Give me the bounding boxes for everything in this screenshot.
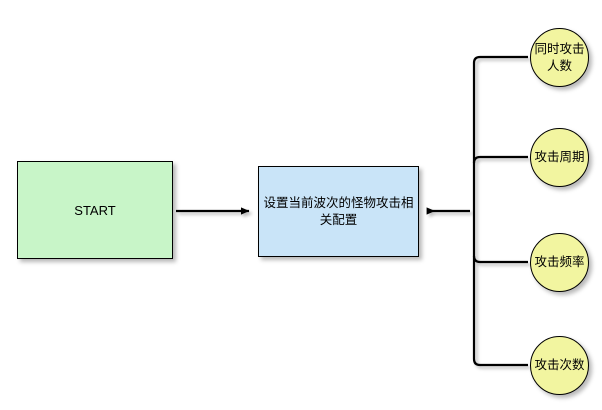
node-process-attack-config[interactable]: 设置当前波次的怪物攻击相关配置 bbox=[258, 166, 419, 257]
node-attribute-2-label: 攻击周期 bbox=[534, 150, 585, 165]
node-attribute-3-label: 攻击频率 bbox=[534, 255, 585, 270]
node-process-label: 设置当前波次的怪物攻击相关配置 bbox=[263, 195, 414, 227]
node-start-label: START bbox=[74, 202, 116, 218]
edge-branch-3 bbox=[472, 255, 528, 264]
node-attribute-attack-frequency[interactable]: 攻击频率 bbox=[530, 233, 589, 292]
edge-branch-2 bbox=[472, 155, 528, 164]
node-attribute-attack-times[interactable]: 攻击次数 bbox=[530, 336, 589, 395]
node-attribute-attack-cycle[interactable]: 攻击周期 bbox=[530, 128, 589, 187]
node-attribute-1-label: 同时攻击 人数 bbox=[534, 42, 585, 73]
node-attribute-simultaneous-attack-count[interactable]: 同时攻击 人数 bbox=[530, 28, 589, 87]
node-start[interactable]: START bbox=[17, 161, 173, 259]
node-attribute-4-label: 攻击次数 bbox=[534, 358, 585, 373]
edge-trunk-vertical bbox=[472, 55, 484, 367]
